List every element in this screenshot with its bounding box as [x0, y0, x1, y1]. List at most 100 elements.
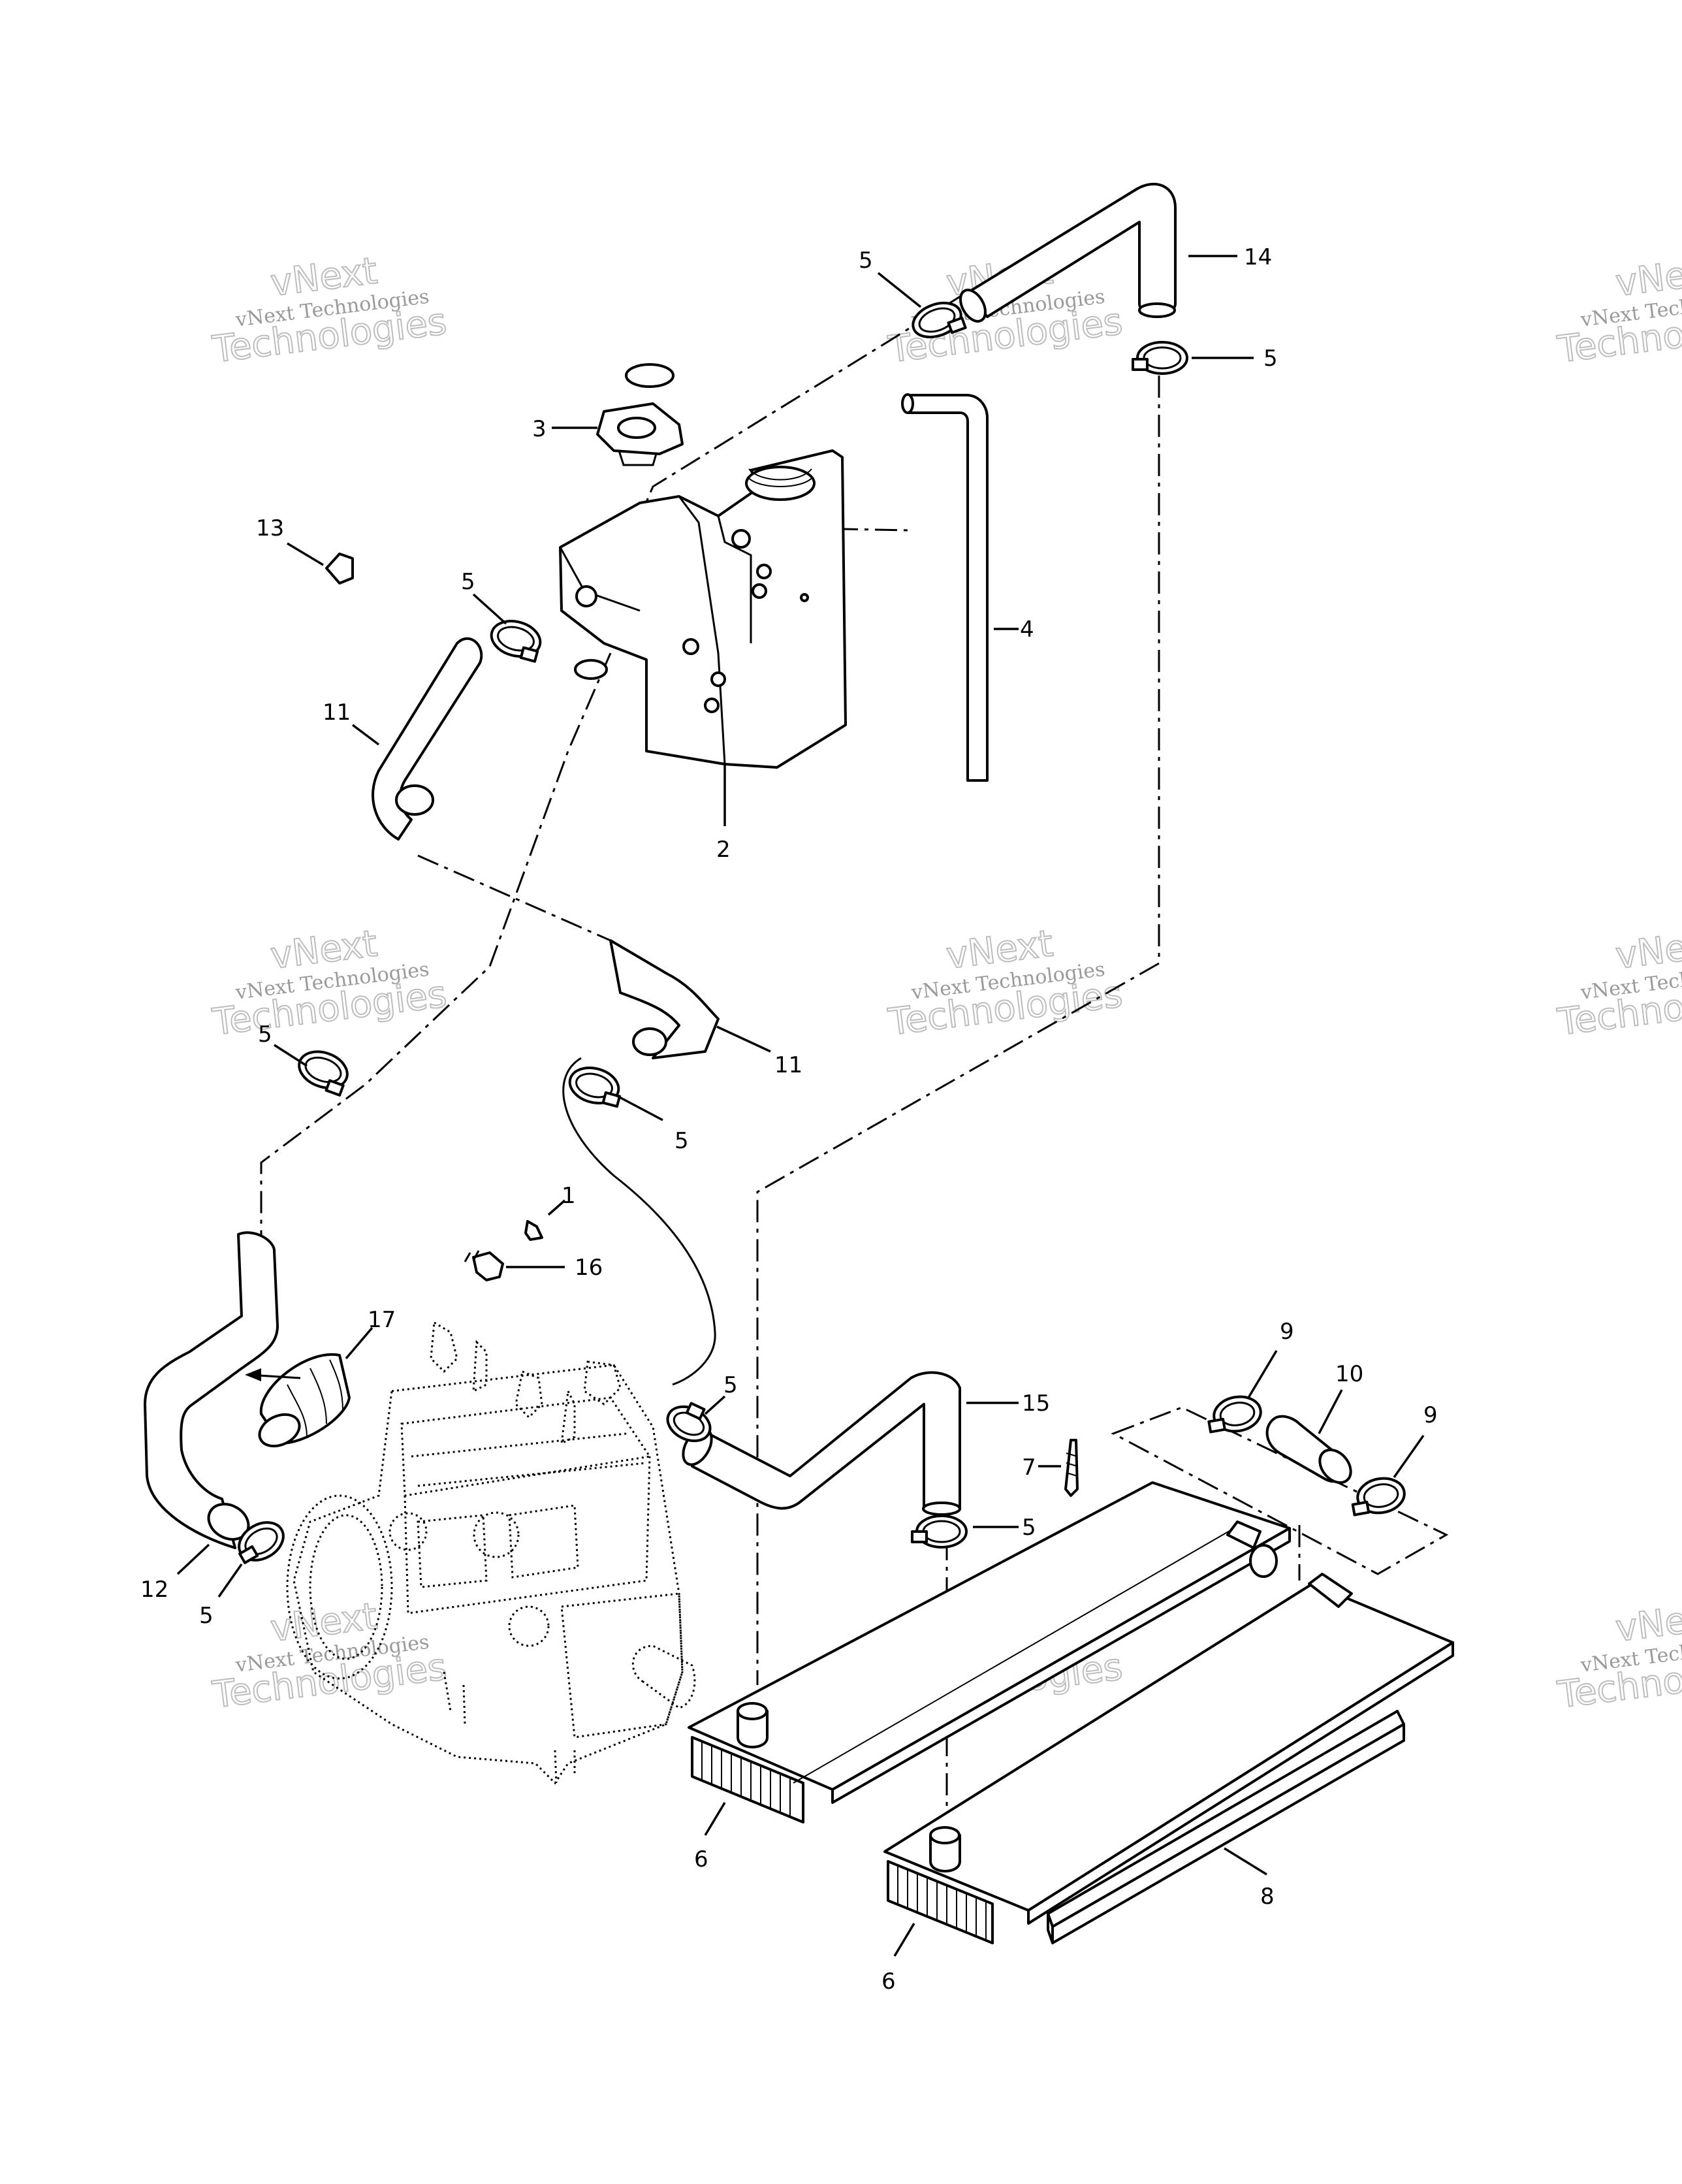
hose-clamp: [1132, 341, 1188, 375]
hose-clamp-screw: [911, 1530, 928, 1543]
leader-5h: [217, 1563, 243, 1598]
watermark: vNext vNext Technologies Technologies: [210, 922, 450, 1044]
hose-clamp: [298, 1050, 349, 1097]
leader-lines: [176, 255, 1425, 1957]
heat-exchanger-upper-pipe: [1226, 1520, 1262, 1549]
heat-exchanger-lower-fin-lines: [897, 1866, 987, 1939]
callout-16: 16: [575, 1255, 603, 1281]
leader-13: [287, 542, 324, 566]
heat-exchanger-lower-pipe: [1308, 1573, 1353, 1608]
hose-clamp-screw: [1351, 1500, 1371, 1517]
leader-17: [345, 1326, 373, 1360]
strip-8-end: [1047, 1912, 1054, 1944]
leader-5d: [274, 1044, 308, 1067]
callout-6: 6: [694, 1846, 708, 1872]
hose-clamp-screw: [325, 1079, 345, 1097]
callout-15: 15: [1022, 1390, 1050, 1417]
reservoir-edge: [678, 496, 726, 765]
engine-pto-shaft: [632, 1645, 696, 1709]
callout-5: 5: [258, 1021, 272, 1048]
hose-14-end: [959, 289, 987, 323]
sensor-16: [464, 1250, 504, 1281]
overflow-hose-end: [901, 393, 914, 414]
hose-clamp: [912, 301, 967, 339]
watermark: vNext vNext Technologies Technologies: [1555, 1594, 1682, 1717]
callout-3: 3: [532, 416, 547, 442]
sensor-16-body: [472, 1251, 504, 1281]
sensor-16-wire: [464, 1250, 480, 1262]
hose-clamp-9: [1207, 1395, 1262, 1434]
connector-hose-10-end: [1318, 1448, 1352, 1485]
callout-5: 5: [723, 1372, 738, 1398]
hose-clamp-inner: [497, 626, 535, 652]
sleeve-17-ribs: [287, 1359, 343, 1437]
hose-14: [959, 182, 1177, 323]
hose-15: [682, 1371, 961, 1516]
hose-clamp-9: [1351, 1477, 1406, 1517]
sleeve-17: [245, 1353, 351, 1448]
callout-14: 14: [1244, 244, 1272, 270]
engine-port: [508, 1605, 550, 1647]
reservoir-outlet: [574, 659, 608, 680]
callout-5: 5: [674, 1128, 689, 1154]
engine-cylinder-head-2: [411, 1432, 647, 1487]
callout-17: 17: [368, 1307, 396, 1333]
heat-exchanger-lower-fitting-top: [929, 1826, 960, 1844]
heat-exchanger-upper-fins: [691, 1736, 804, 1823]
leader-6b: [893, 1923, 915, 1957]
callout-8: 8: [1260, 1884, 1275, 1910]
leader-5f: [704, 1395, 726, 1415]
callout-9: 9: [1423, 1402, 1438, 1428]
heat-exchanger-upper-fitting: [737, 1710, 769, 1748]
callout-6: 6: [881, 1968, 896, 1995]
leader-11b: [716, 1025, 771, 1053]
hose-route-curve: [562, 1057, 716, 1386]
pressure-cap-skirt: [618, 450, 658, 466]
engine-cylinder-block: [404, 1456, 651, 1614]
leader-5c: [472, 593, 507, 625]
callout-11: 11: [323, 699, 351, 726]
watermark: vNext vNext Technologies Technologies: [1555, 922, 1682, 1044]
callout-11: 11: [774, 1052, 802, 1078]
hose-clamp: [911, 1515, 968, 1549]
engine-outline: [293, 1364, 684, 1785]
callout-12: 12: [140, 1577, 168, 1603]
watermark: vNext vNext Technologies Technologies: [885, 922, 1126, 1044]
reservoir-fitting: [800, 593, 809, 602]
engine-phantom: [286, 1321, 696, 1785]
leader-6a: [704, 1802, 726, 1836]
callout-5: 5: [461, 569, 475, 595]
coolant-reservoir: [559, 363, 847, 769]
filler-neck: [745, 466, 816, 501]
hose-clamp-inner: [1219, 1402, 1256, 1426]
leader-9b: [1393, 1434, 1425, 1479]
engine-fitting-2: [515, 1370, 576, 1445]
engine-port: [389, 1512, 428, 1551]
fastener-7: [1064, 1439, 1079, 1497]
reservoir-port: [575, 585, 597, 607]
heat-exchanger-lower-side: [1027, 1641, 1454, 1925]
hose-clamp-inner: [575, 1072, 613, 1099]
centerline-connector-box: [1111, 1406, 1449, 1575]
heat-exchanger-upper-pipe-end: [1249, 1544, 1278, 1578]
fitting-13: [325, 553, 354, 585]
hose-15-end-bottom: [922, 1502, 961, 1516]
leader-12: [176, 1543, 210, 1575]
leader-1: [547, 1199, 566, 1216]
leader-9a: [1247, 1350, 1278, 1398]
hose-12: [144, 1231, 279, 1549]
callout-4: 4: [1020, 617, 1034, 643]
hose-11-upper-end: [395, 784, 434, 816]
sleeve-17-end: [258, 1413, 301, 1448]
fastener-7-thread: [1066, 1453, 1078, 1477]
overflow-hose-body: [906, 394, 989, 782]
engine-cylinder-head: [400, 1396, 652, 1497]
hose-11-middle-body: [609, 939, 720, 1059]
hose-12-body: [144, 1231, 279, 1549]
callout-labels: 14 5 5 3 13 5 4 11 2 5 11 5 1 16 17 5 15…: [140, 244, 1438, 1995]
hose-clamp-screw: [519, 646, 539, 663]
assembly-lines: [260, 291, 1449, 1835]
overflow-hose: [901, 393, 989, 782]
arrow-head: [245, 1368, 261, 1381]
hose-clamp-screw: [601, 1091, 622, 1108]
